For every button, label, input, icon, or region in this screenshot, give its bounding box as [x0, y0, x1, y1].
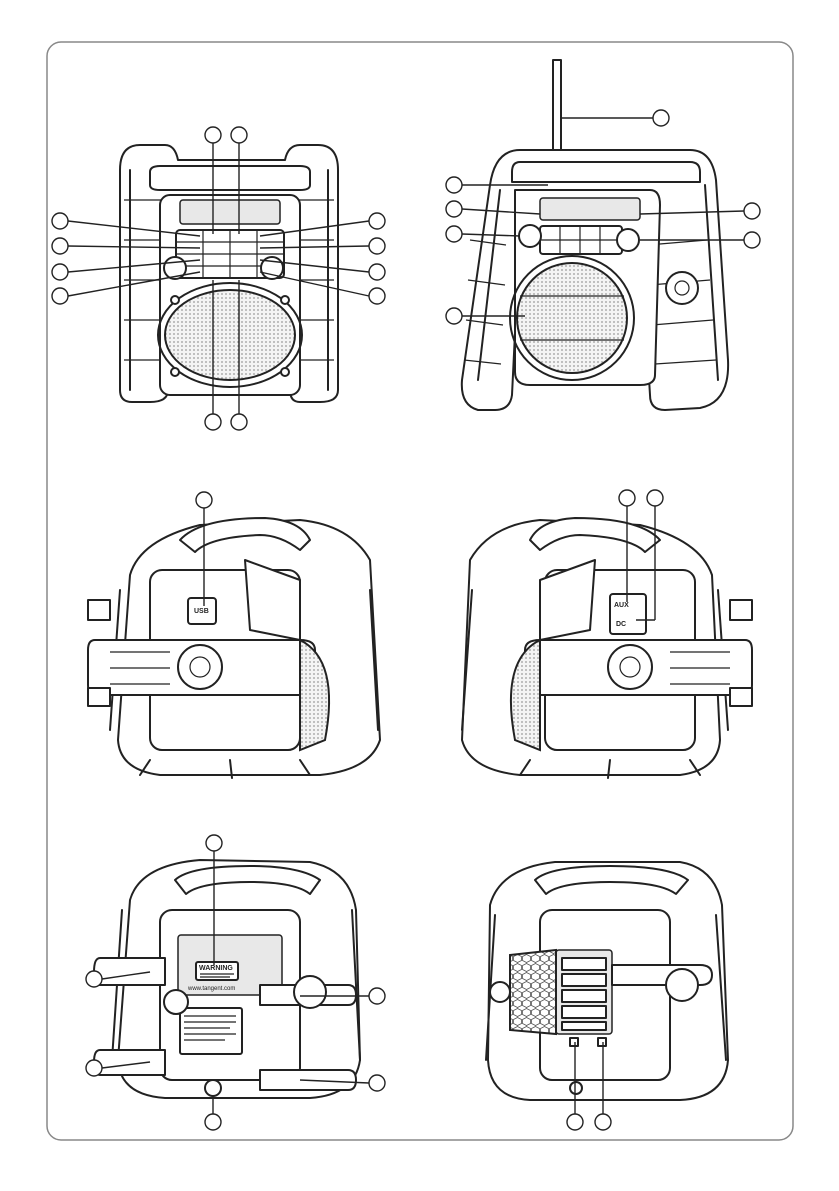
- rear-open-battery-view: [486, 862, 728, 1130]
- left-side-view: USB: [88, 492, 380, 778]
- front-angled-view: [446, 60, 760, 410]
- front-top-view: [52, 127, 385, 430]
- dc-label: DC: [616, 621, 626, 628]
- aux-label: AUX: [614, 602, 629, 609]
- website-label: www.tangent.com: [187, 986, 235, 992]
- right-side-view: AUX DC: [462, 490, 752, 778]
- usb-label: USB: [194, 608, 209, 615]
- warning-label: WARNING: [199, 965, 233, 972]
- rear-view: WARNING www.tangent.com: [86, 835, 385, 1130]
